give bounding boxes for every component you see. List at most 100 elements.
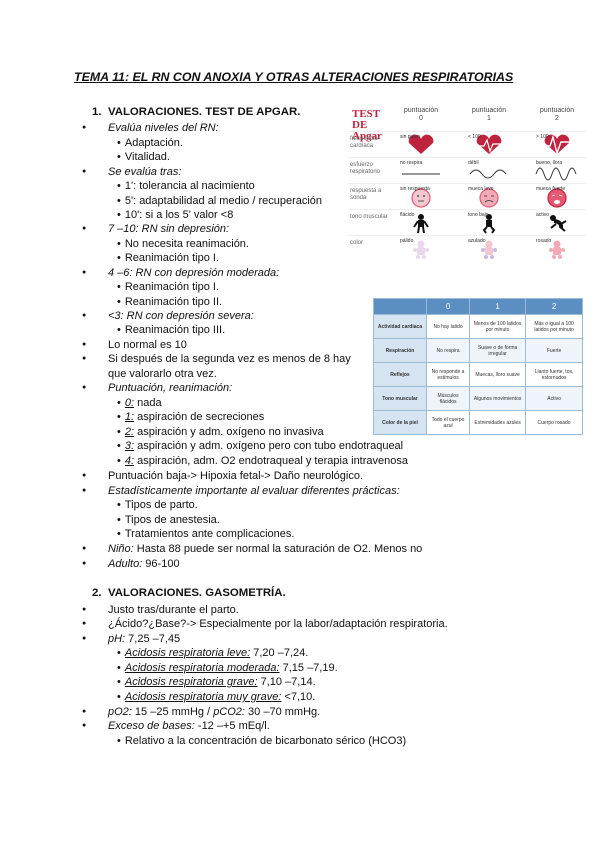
- weak-wave-icon: débil: [466, 160, 512, 182]
- list-item: Acidosis respiratoria moderada: 7,15 –7,…: [117, 661, 338, 675]
- table-cell: Todo el cuerpo azul: [425, 410, 471, 435]
- table-cell: Reflejos: [373, 362, 427, 387]
- strong-wave-icon: bueno, llora: [534, 160, 580, 182]
- flat-line-icon: no respira: [400, 160, 440, 175]
- table-cell: Suave o de forma irregular: [469, 338, 527, 363]
- list-item: Lo normal es 10: [82, 338, 187, 352]
- list-item: Reanimación tipo II.: [117, 295, 222, 309]
- heart-pulse-icon: < 100: [466, 134, 512, 156]
- table-cell: Muecas, lloro suave: [469, 362, 527, 387]
- table-header-cell: 0: [425, 298, 471, 315]
- list-item: Acidosis respiratoria muy grave: <7,10.: [117, 690, 315, 704]
- list-item: Acidosis respiratoria grave: 7,10 –7,14.: [117, 675, 316, 689]
- table-cell: No respira: [425, 338, 471, 363]
- list-item-continuation: que valorarlo otra vez.: [108, 368, 217, 380]
- apgar-table: 0 1 2 Actividad cardiaca No hay latido M…: [373, 298, 583, 435]
- baby-bluish-icon: azulado: [466, 238, 512, 260]
- table-cell: Tono muscular: [373, 386, 427, 411]
- table-cell: No responde a estímulos: [425, 362, 471, 387]
- list-item: Tratamientos ante complicaciones.: [117, 527, 295, 541]
- table-header-cell: 1: [469, 298, 527, 315]
- apgar-logo: TEST DE Apgar: [352, 108, 382, 142]
- list-item: Adulto: 96-100: [82, 557, 180, 571]
- table-cell: Fuerte: [525, 338, 583, 363]
- list-item: <3: RN con depresión severa:: [82, 309, 254, 323]
- list-item: 3: aspiración y adm. oxígeno pero con tu…: [117, 439, 403, 453]
- table-header-cell: [373, 298, 427, 315]
- list-item: Acidosis respiratoria leve: 7,20 –7,24.: [117, 646, 308, 660]
- heart-icon: sin pulso: [398, 134, 444, 156]
- list-item: Se evalúa tras:: [82, 165, 181, 179]
- section2-number: 2.: [92, 587, 102, 599]
- list-item: 4: aspiración, adm. O2 endotraqueal y te…: [117, 454, 408, 468]
- list-item: Relativo a la concentración de bicarbona…: [117, 734, 406, 748]
- table-cell: Respiración: [373, 338, 427, 363]
- page-title: TEMA 11: EL RN CON ANOXIA Y OTRAS ALTERA…: [74, 70, 514, 84]
- list-item: Exceso de bases: -12 –+5 mEq/l.: [82, 719, 270, 733]
- list-item: pH: 7,25 –7,45: [82, 632, 180, 646]
- list-item: Estadísticamente importante al evaluar d…: [82, 484, 400, 498]
- apgar-row-reflex: respuesta a sonda sin respuesta mueca le…: [348, 183, 586, 208]
- list-item: No necesita reanimación.: [117, 237, 249, 251]
- grimace-face-icon: mueca leve: [466, 186, 512, 208]
- table-row: Respiración No respira Suave o de forma …: [373, 338, 583, 363]
- list-item: Adaptación.: [117, 136, 183, 150]
- table-cell: Actividad cardiaca: [373, 314, 427, 339]
- list-item: 7 –10: RN sin depresión:: [82, 222, 229, 236]
- neutral-face-icon: sin respuesta: [398, 186, 444, 208]
- table-cell: Algunos movimientos: [469, 386, 527, 411]
- apgar-row-respiration: esfuerzo respiratorio no respira débil b…: [348, 157, 586, 182]
- table-cell: No hay latido: [425, 314, 471, 339]
- baby-active-icon: activo: [534, 212, 580, 234]
- crying-face-icon: mueca fuerte: [534, 186, 580, 208]
- baby-pink-icon: rosado: [534, 238, 580, 260]
- table-cell: Llanto fuerte, tos, estornudos: [525, 362, 583, 387]
- list-item: 5': adaptabilidad al medio / recuperació…: [117, 194, 322, 208]
- baby-limp-icon: flácido: [398, 212, 444, 234]
- baby-low-tone-icon: tono bajo: [466, 212, 512, 234]
- table-cell: Menos de 100 latidos por minuto: [469, 314, 527, 339]
- list-item: Reanimación tipo III.: [117, 323, 225, 337]
- list-item: Tipos de anestesia.: [117, 513, 220, 527]
- list-item: 1': tolerancia al nacimiento: [117, 179, 255, 193]
- table-cell: Músculos flácidos: [425, 386, 471, 411]
- section2-heading: 2. VALORACIONES. GASOMETRÍA.: [92, 587, 286, 599]
- table-cell: Extremidades azules: [469, 410, 527, 435]
- table-header-row: 0 1 2: [373, 298, 583, 315]
- list-item: Evalúa niveles del RN:: [82, 121, 219, 135]
- list-item: 1: aspiración de secreciones: [117, 410, 264, 424]
- table-cell: Color de la piel: [373, 410, 427, 435]
- list-item: Si después de la segunda vez es menos de…: [82, 352, 351, 366]
- list-item: Vitalidad.: [117, 150, 170, 164]
- list-item: Puntuación baja-> Hipoxia fetal-> Daño n…: [82, 469, 363, 483]
- table-header-cell: 2: [525, 298, 583, 315]
- list-item: Puntuación, reanimación:: [82, 381, 232, 395]
- table-cell: Más o igual a 100 latidos por minuto: [525, 314, 583, 339]
- list-item: pO2: 15 –25 mmHg / pCO2: 30 –70 mmHg.: [82, 705, 320, 719]
- table-row: Tono muscular Músculos flácidos Algunos …: [373, 386, 583, 411]
- list-item: Reanimación tipo I.: [117, 251, 219, 265]
- table-cell: Cuerpo rosado: [525, 410, 583, 435]
- list-item: Justo tras/durante el parto.: [82, 603, 239, 617]
- table-row: Color de la piel Todo el cuerpo azul Ext…: [373, 410, 583, 435]
- apgar-row-muscle-tone: tono muscular flácido tono bajo activo: [348, 209, 586, 234]
- list-item: ¿Ácido?¿Base?-> Especialmente por la lab…: [82, 617, 448, 631]
- list-item: 2: aspiración y adm. oxígeno no invasiva: [117, 425, 324, 439]
- section1-heading-text: VALORACIONES. TEST DE APGAR.: [108, 106, 301, 118]
- table-row: Actividad cardiaca No hay latido Menos d…: [373, 314, 583, 339]
- heart-pulse-strong-icon: > 100: [534, 134, 580, 156]
- apgar-row-heart-rate: frecuencia cardíaca sin pulso < 100 > 10…: [348, 131, 586, 156]
- list-item: Niño: Hasta 88 puede ser normal la satur…: [82, 542, 422, 556]
- table-row: Reflejos No responde a estímulos Muecas,…: [373, 362, 583, 387]
- section1-number: 1.: [92, 106, 102, 118]
- list-item: 4 –6: RN con depresión moderada:: [82, 266, 279, 280]
- section2-heading-text: VALORACIONES. GASOMETRÍA.: [108, 587, 286, 599]
- section1-heading: 1. VALORACIONES. TEST DE APGAR.: [92, 106, 300, 118]
- list-item: Tipos de parto.: [117, 498, 198, 512]
- list-item: Reanimación tipo I.: [117, 280, 219, 294]
- baby-pale-icon: pálido: [398, 238, 444, 260]
